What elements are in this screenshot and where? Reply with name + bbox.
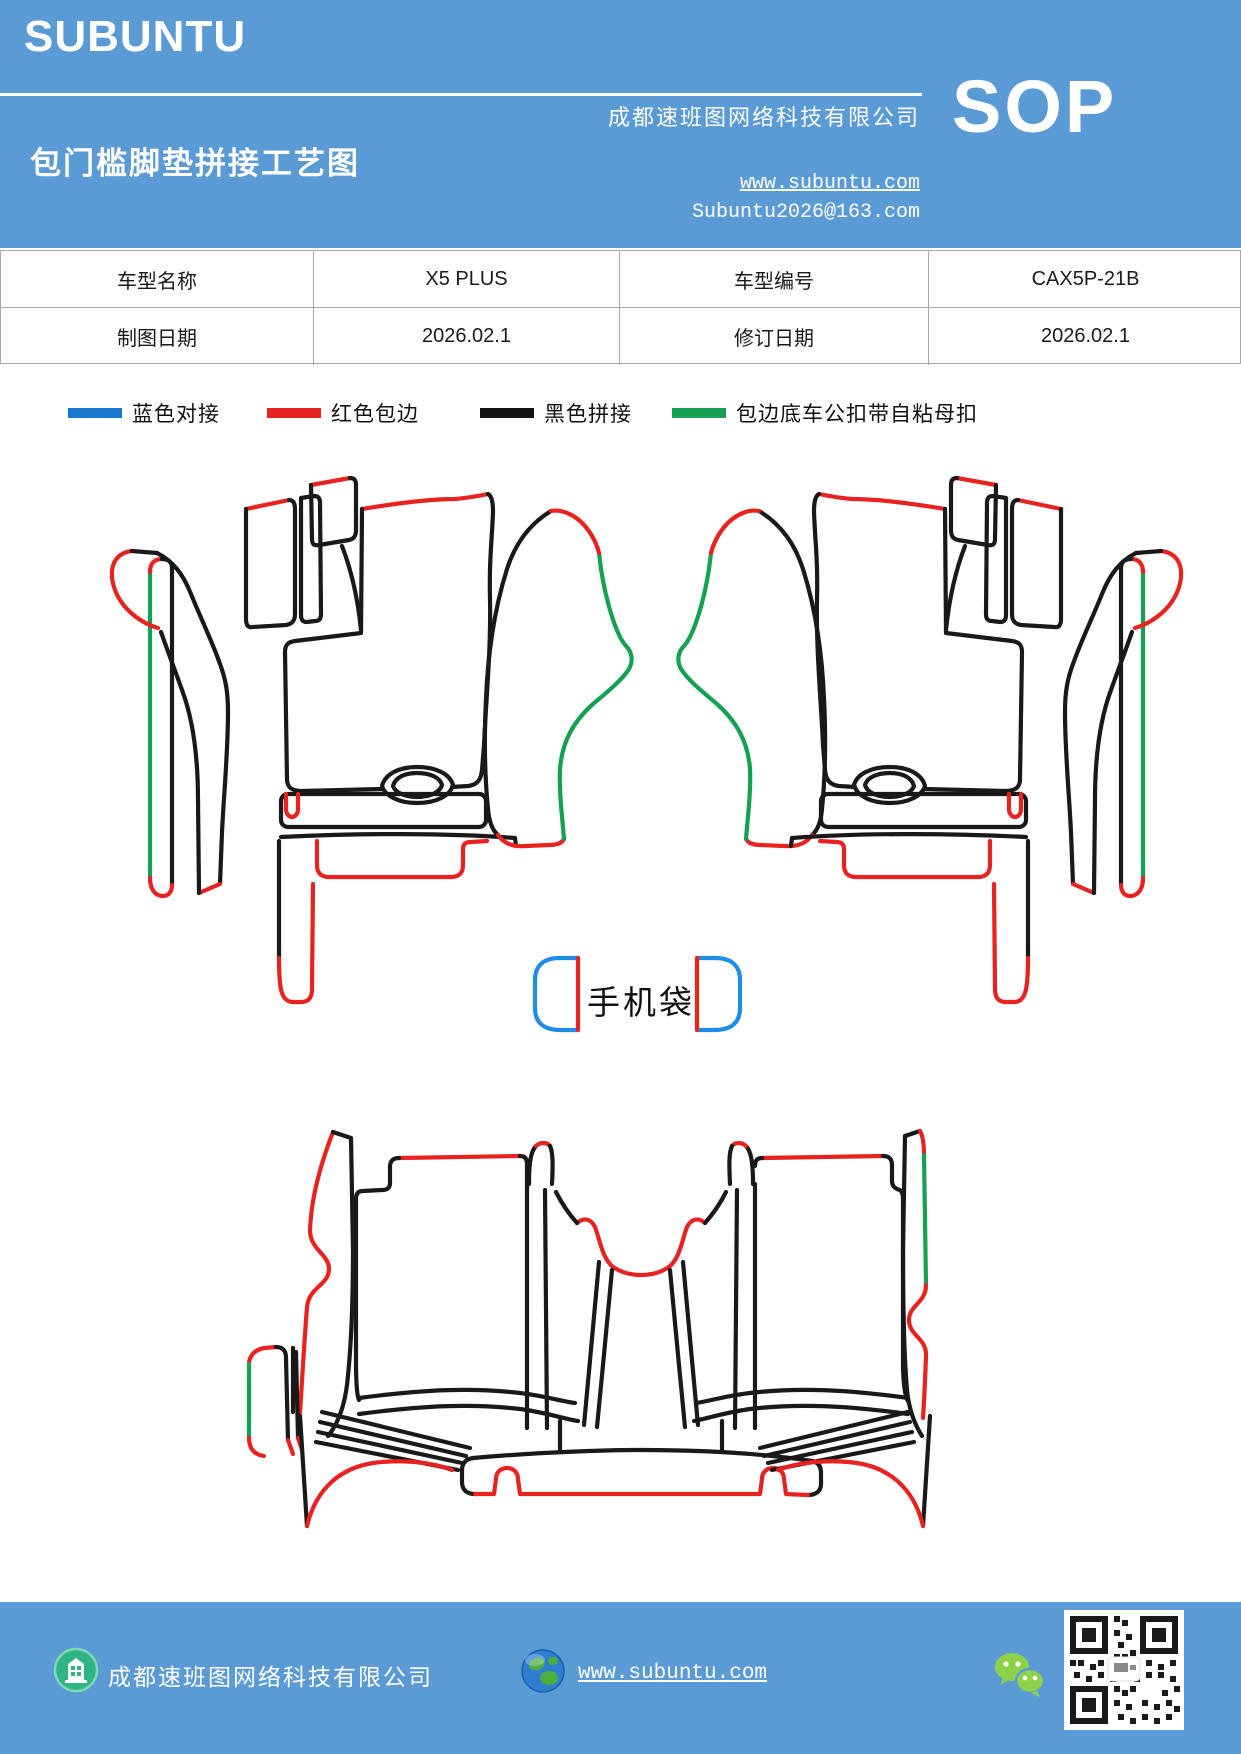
page-footer: 成都速班图网络科技有限公司 www.subuntu.com [0, 1602, 1241, 1754]
front-right-sill-strip [1065, 551, 1181, 896]
phone-bag-brackets [532, 955, 743, 1033]
footer-company-name: 成都速班图网络科技有限公司 [108, 1664, 433, 1690]
sop-label: SOP [952, 65, 1118, 148]
wechat-icon [995, 1653, 1046, 1697]
front-left-mat-body [243, 475, 519, 1005]
table-cell-revision-label: 修订日期 [620, 308, 929, 365]
legend: 蓝色对接 红色包边 黑色拼接 包边底车公扣带自粘母扣 [0, 398, 1241, 432]
header-divider [0, 93, 922, 96]
rear-divider-right [729, 1143, 755, 1428]
rear-mat [246, 1128, 930, 1529]
table-cell-code-label: 车型编号 [620, 251, 929, 308]
legend-label: 包边底车公扣带自粘母扣 [736, 403, 978, 426]
phone-bag-label: 手机袋 [587, 984, 695, 1021]
rear-stripe-fan-right [760, 1412, 930, 1526]
table-cell-code-value: CAX5P-21B [929, 251, 1241, 308]
front-left-tunnel-piece [482, 508, 634, 849]
front-right-mat-body [791, 478, 1061, 1002]
red-line-swatch [267, 408, 321, 418]
table-cell-date-label: 制图日期 [1, 308, 314, 365]
rear-stripe-fan [297, 1409, 473, 1529]
header-contact-block: 成都速班图网络科技有限公司 www.subuntu.com Subuntu202… [608, 100, 920, 224]
front-left-sill-strip [109, 548, 231, 899]
table-cell-revision-value: 2026.02.1 [1041, 325, 1130, 347]
legend-label: 蓝色对接 [132, 403, 220, 426]
footer-website-link[interactable]: www.subuntu.com [578, 1662, 768, 1685]
table-cell-model-label: 车型名称 [1, 251, 314, 308]
vehicle-info-table: 车型名称 X5 PLUS 车型编号 CAX5P-21B 制图日期 2026.02… [0, 250, 1241, 365]
table-cell-date-value: 2026.02.1 [314, 308, 620, 365]
page-header: SUBUNTU 包门槛脚垫拼接工艺图 成都速班图网络科技有限公司 www.sub… [0, 0, 1241, 248]
legend-label: 红色包边 [331, 403, 419, 426]
blue-line-swatch [68, 408, 122, 418]
header-company-name: 成都速班图网络科技有限公司 [607, 105, 920, 130]
header-website-link[interactable]: www.subuntu.com [739, 172, 920, 195]
header-email: Subuntu2026@163.com [691, 201, 920, 224]
page-title: 包门槛脚垫拼接工艺图 [30, 146, 360, 181]
legend-label: 黑色拼接 [544, 403, 632, 426]
legend-item-blue: 蓝色对接 [68, 398, 220, 428]
company-building-icon [53, 1647, 99, 1693]
green-line-swatch [672, 408, 726, 418]
table-cell-model-value: X5 PLUS [314, 251, 620, 308]
legend-item-red: 红色包边 [267, 398, 419, 428]
front-right-tunnel-piece [678, 511, 825, 847]
legend-item-green: 包边底车公扣带自粘母扣 [672, 398, 978, 428]
rear-divider [524, 1140, 555, 1431]
qr-code [1064, 1610, 1184, 1730]
globe-icon [521, 1649, 565, 1693]
black-line-swatch [480, 408, 534, 418]
legend-item-black: 黑色拼接 [480, 398, 632, 428]
logo-text: SUBUNTU [24, 12, 247, 61]
